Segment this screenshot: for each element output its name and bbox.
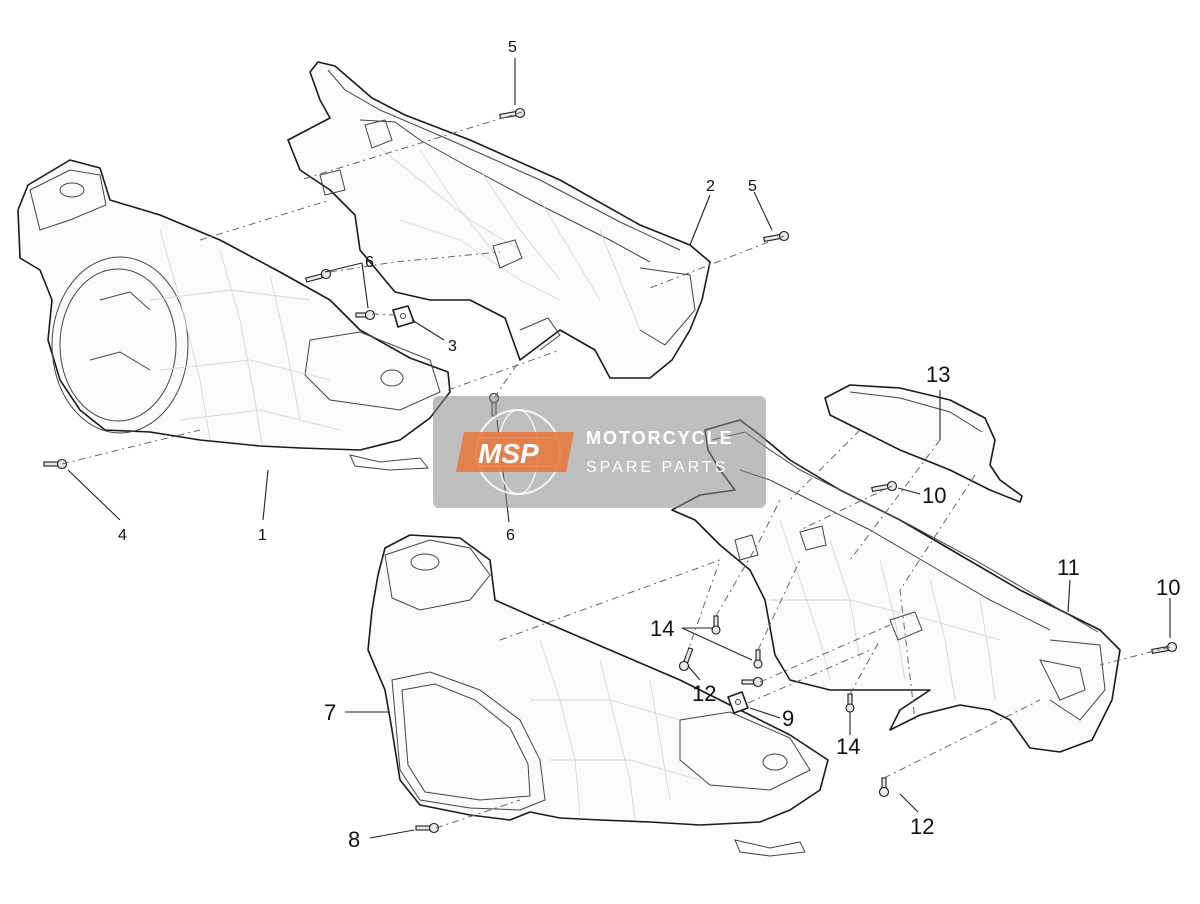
callout-10-top: 10 <box>922 483 946 508</box>
callout-5-right: 5 <box>748 178 757 195</box>
watermark-line-2: SPARE PARTS <box>586 459 728 476</box>
screw-14-c <box>845 693 855 713</box>
screw-5-top <box>499 107 526 119</box>
callout-4: 4 <box>118 527 127 544</box>
callout-13: 13 <box>926 362 950 387</box>
part-7-front-handlebar-cover <box>367 534 829 857</box>
screw-8 <box>415 822 440 834</box>
callout-14-bottom: 14 <box>836 734 860 759</box>
screw-12-b <box>741 676 764 688</box>
callout-14-left: 14 <box>650 616 674 641</box>
screw-14-b <box>753 649 763 669</box>
callout-labels: 5 2 5 6 3 4 1 6 13 10 11 10 14 12 9 7 14… <box>118 39 1180 852</box>
callout-11: 11 <box>1057 555 1080 580</box>
screw-12-a <box>678 647 694 672</box>
screw-5-right <box>763 230 790 242</box>
screw-6-a <box>305 268 332 283</box>
msp-logo-badge <box>456 432 574 472</box>
part-2-rear-handlebar-cover <box>287 61 711 379</box>
callout-3: 3 <box>448 338 457 355</box>
watermark: MSP MOTORCYCLE SPARE PARTS <box>433 396 766 508</box>
callout-5-top: 5 <box>508 39 517 56</box>
part-3-nut-clip <box>392 305 415 328</box>
callout-10-right: 10 <box>1156 575 1180 600</box>
callout-8: 8 <box>348 827 360 852</box>
screw-6-b <box>355 309 376 321</box>
callout-12-left: 12 <box>692 681 716 706</box>
screw-4 <box>43 458 68 470</box>
callout-7: 7 <box>324 700 336 725</box>
watermark-line-1: MOTORCYCLE <box>586 428 734 448</box>
watermark-logo-text: MSP <box>478 438 539 469</box>
watermark-box <box>433 396 766 508</box>
callout-1: 1 <box>258 527 267 544</box>
part-1-front-handlebar-cover <box>17 159 451 471</box>
screw-10-right <box>1151 641 1178 654</box>
callout-2: 2 <box>706 178 715 195</box>
callout-6-bottom: 6 <box>506 527 515 544</box>
callout-12-bottom: 12 <box>910 814 934 839</box>
part-9-nut-clip <box>727 691 749 714</box>
callout-9: 9 <box>782 706 794 731</box>
part-13-top-cover <box>824 384 1023 503</box>
screw-12-c <box>878 777 890 798</box>
callout-6-top: 6 <box>365 254 374 271</box>
screw-14-a <box>711 615 721 635</box>
screw-10-top <box>871 480 898 492</box>
